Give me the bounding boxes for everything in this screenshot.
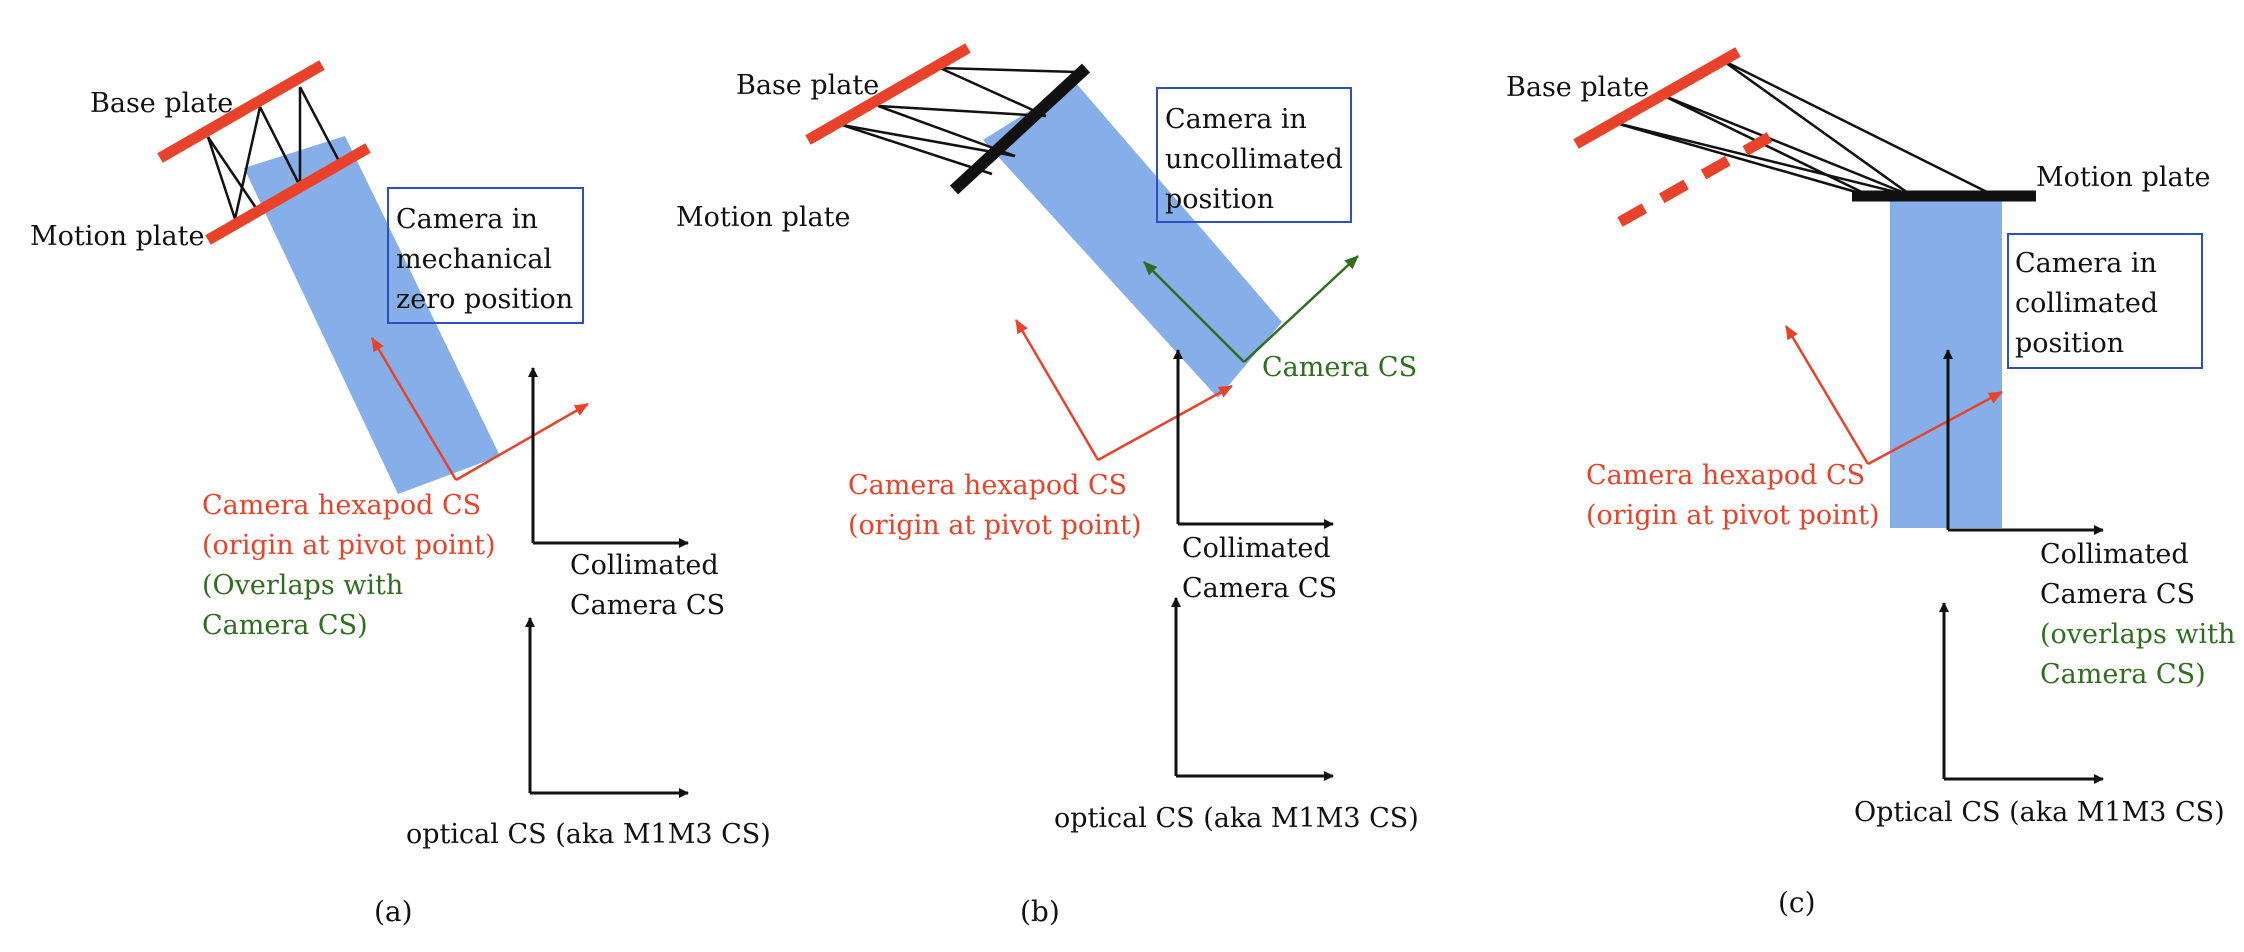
collimated-cs-axes: [1943, 349, 2104, 535]
camera-cs-label: Camera CS: [1262, 352, 1417, 383]
base-plate-bar: [1573, 47, 1741, 149]
camera-state-box: [387, 187, 584, 324]
optical-cs-label: Optical CS (aka M1M3 CS): [1854, 797, 2225, 828]
panel-caption: (a): [374, 895, 413, 928]
camera-body: [983, 82, 1282, 398]
collimated-cs-label-2: Camera CS: [570, 590, 725, 621]
camera-state-line-3: position: [1165, 184, 1274, 215]
pivot-plate-dashed: [1617, 125, 1785, 227]
camera-body: [244, 136, 500, 494]
motion-plate-label: Motion plate: [2036, 162, 2210, 193]
base-plate-label: Base plate: [736, 70, 879, 101]
motion-plate-label: Motion plate: [676, 202, 850, 233]
optical-cs-label: optical CS (aka M1M3 CS): [1054, 803, 1419, 834]
hexapod-cs-label-1: Camera hexapod CS: [202, 490, 481, 521]
hexapod-struts: [1611, 58, 1996, 198]
camera-state-line-1: Camera in: [396, 204, 538, 235]
camera-state-line-2: collimated: [2015, 288, 2158, 319]
camera-cs-axes: [1143, 255, 1359, 363]
hexapod-cs-axes: [370, 337, 589, 482]
camera-state-line-2: mechanical: [396, 244, 552, 275]
optical-cs-label: optical CS (aka M1M3 CS): [406, 819, 771, 850]
collimated-cs-label-2: Camera CS: [2040, 579, 2195, 610]
hexapod-cs-label-2: (origin at pivot point): [848, 510, 1142, 541]
base-plate-bar: [805, 43, 971, 145]
motion-plate-bar: [949, 63, 1091, 195]
hexapod-cs-label-2: (origin at pivot point): [202, 530, 496, 561]
optical-cs-axes: [1171, 597, 1334, 781]
panel-b: Base plate Motion plate Camera in uncoll…: [676, 43, 1419, 928]
motion-plate-label: Motion plate: [30, 221, 204, 252]
camera-state-line-3: zero position: [396, 284, 573, 315]
hexapod-cs-axes: [1784, 325, 2003, 466]
base-plate-label: Base plate: [1506, 72, 1649, 103]
optical-cs-axes: [1939, 602, 2104, 784]
overlap-note-2: Camera CS): [2040, 659, 2206, 690]
hexapod-cs-label-1: Camera hexapod CS: [848, 470, 1127, 501]
overlap-note-1: (Overlaps with: [202, 570, 403, 601]
optical-cs-axes: [525, 617, 689, 798]
collimated-cs-label-1: Collimated: [2040, 539, 2189, 570]
base-plate-label: Base plate: [90, 88, 233, 119]
panel-a: Base plate Motion plate Camera in mechan…: [30, 60, 771, 928]
panel-c: Base plate Motion plate Camera in collim…: [1506, 47, 2235, 919]
collimated-cs-label-1: Collimated: [1182, 533, 1331, 564]
hexapod-cs-axes: [1014, 319, 1233, 462]
overlap-note-2: Camera CS): [202, 610, 368, 641]
camera-state-line-3: position: [2015, 328, 2124, 359]
camera-state-line-1: Camera in: [1165, 104, 1307, 135]
camera-body: [1890, 196, 2002, 528]
hexapod-cs-label-2: (origin at pivot point): [1586, 500, 1880, 531]
camera-state-line-1: Camera in: [2015, 248, 2157, 279]
panel-caption: (b): [1020, 895, 1060, 928]
collimated-cs-axes: [528, 367, 689, 548]
collimated-cs-label-2: Camera CS: [1182, 573, 1337, 604]
camera-state-line-2: uncollimated: [1165, 144, 1343, 175]
hexapod-cs-label-1: Camera hexapod CS: [1586, 460, 1865, 491]
base-plate-bar: [157, 60, 325, 163]
hexapod-struts: [206, 86, 342, 220]
motion-plate-bar: [205, 143, 371, 245]
hexapod-struts: [841, 66, 1079, 176]
collimated-cs-axes: [1173, 349, 1334, 529]
collimated-cs-label-1: Collimated: [570, 550, 719, 581]
overlap-note-1: (overlaps with: [2040, 619, 2235, 650]
camera-state-box: [2007, 233, 2203, 369]
panel-caption: (c): [1778, 886, 1816, 919]
camera-state-box: [1156, 87, 1352, 223]
